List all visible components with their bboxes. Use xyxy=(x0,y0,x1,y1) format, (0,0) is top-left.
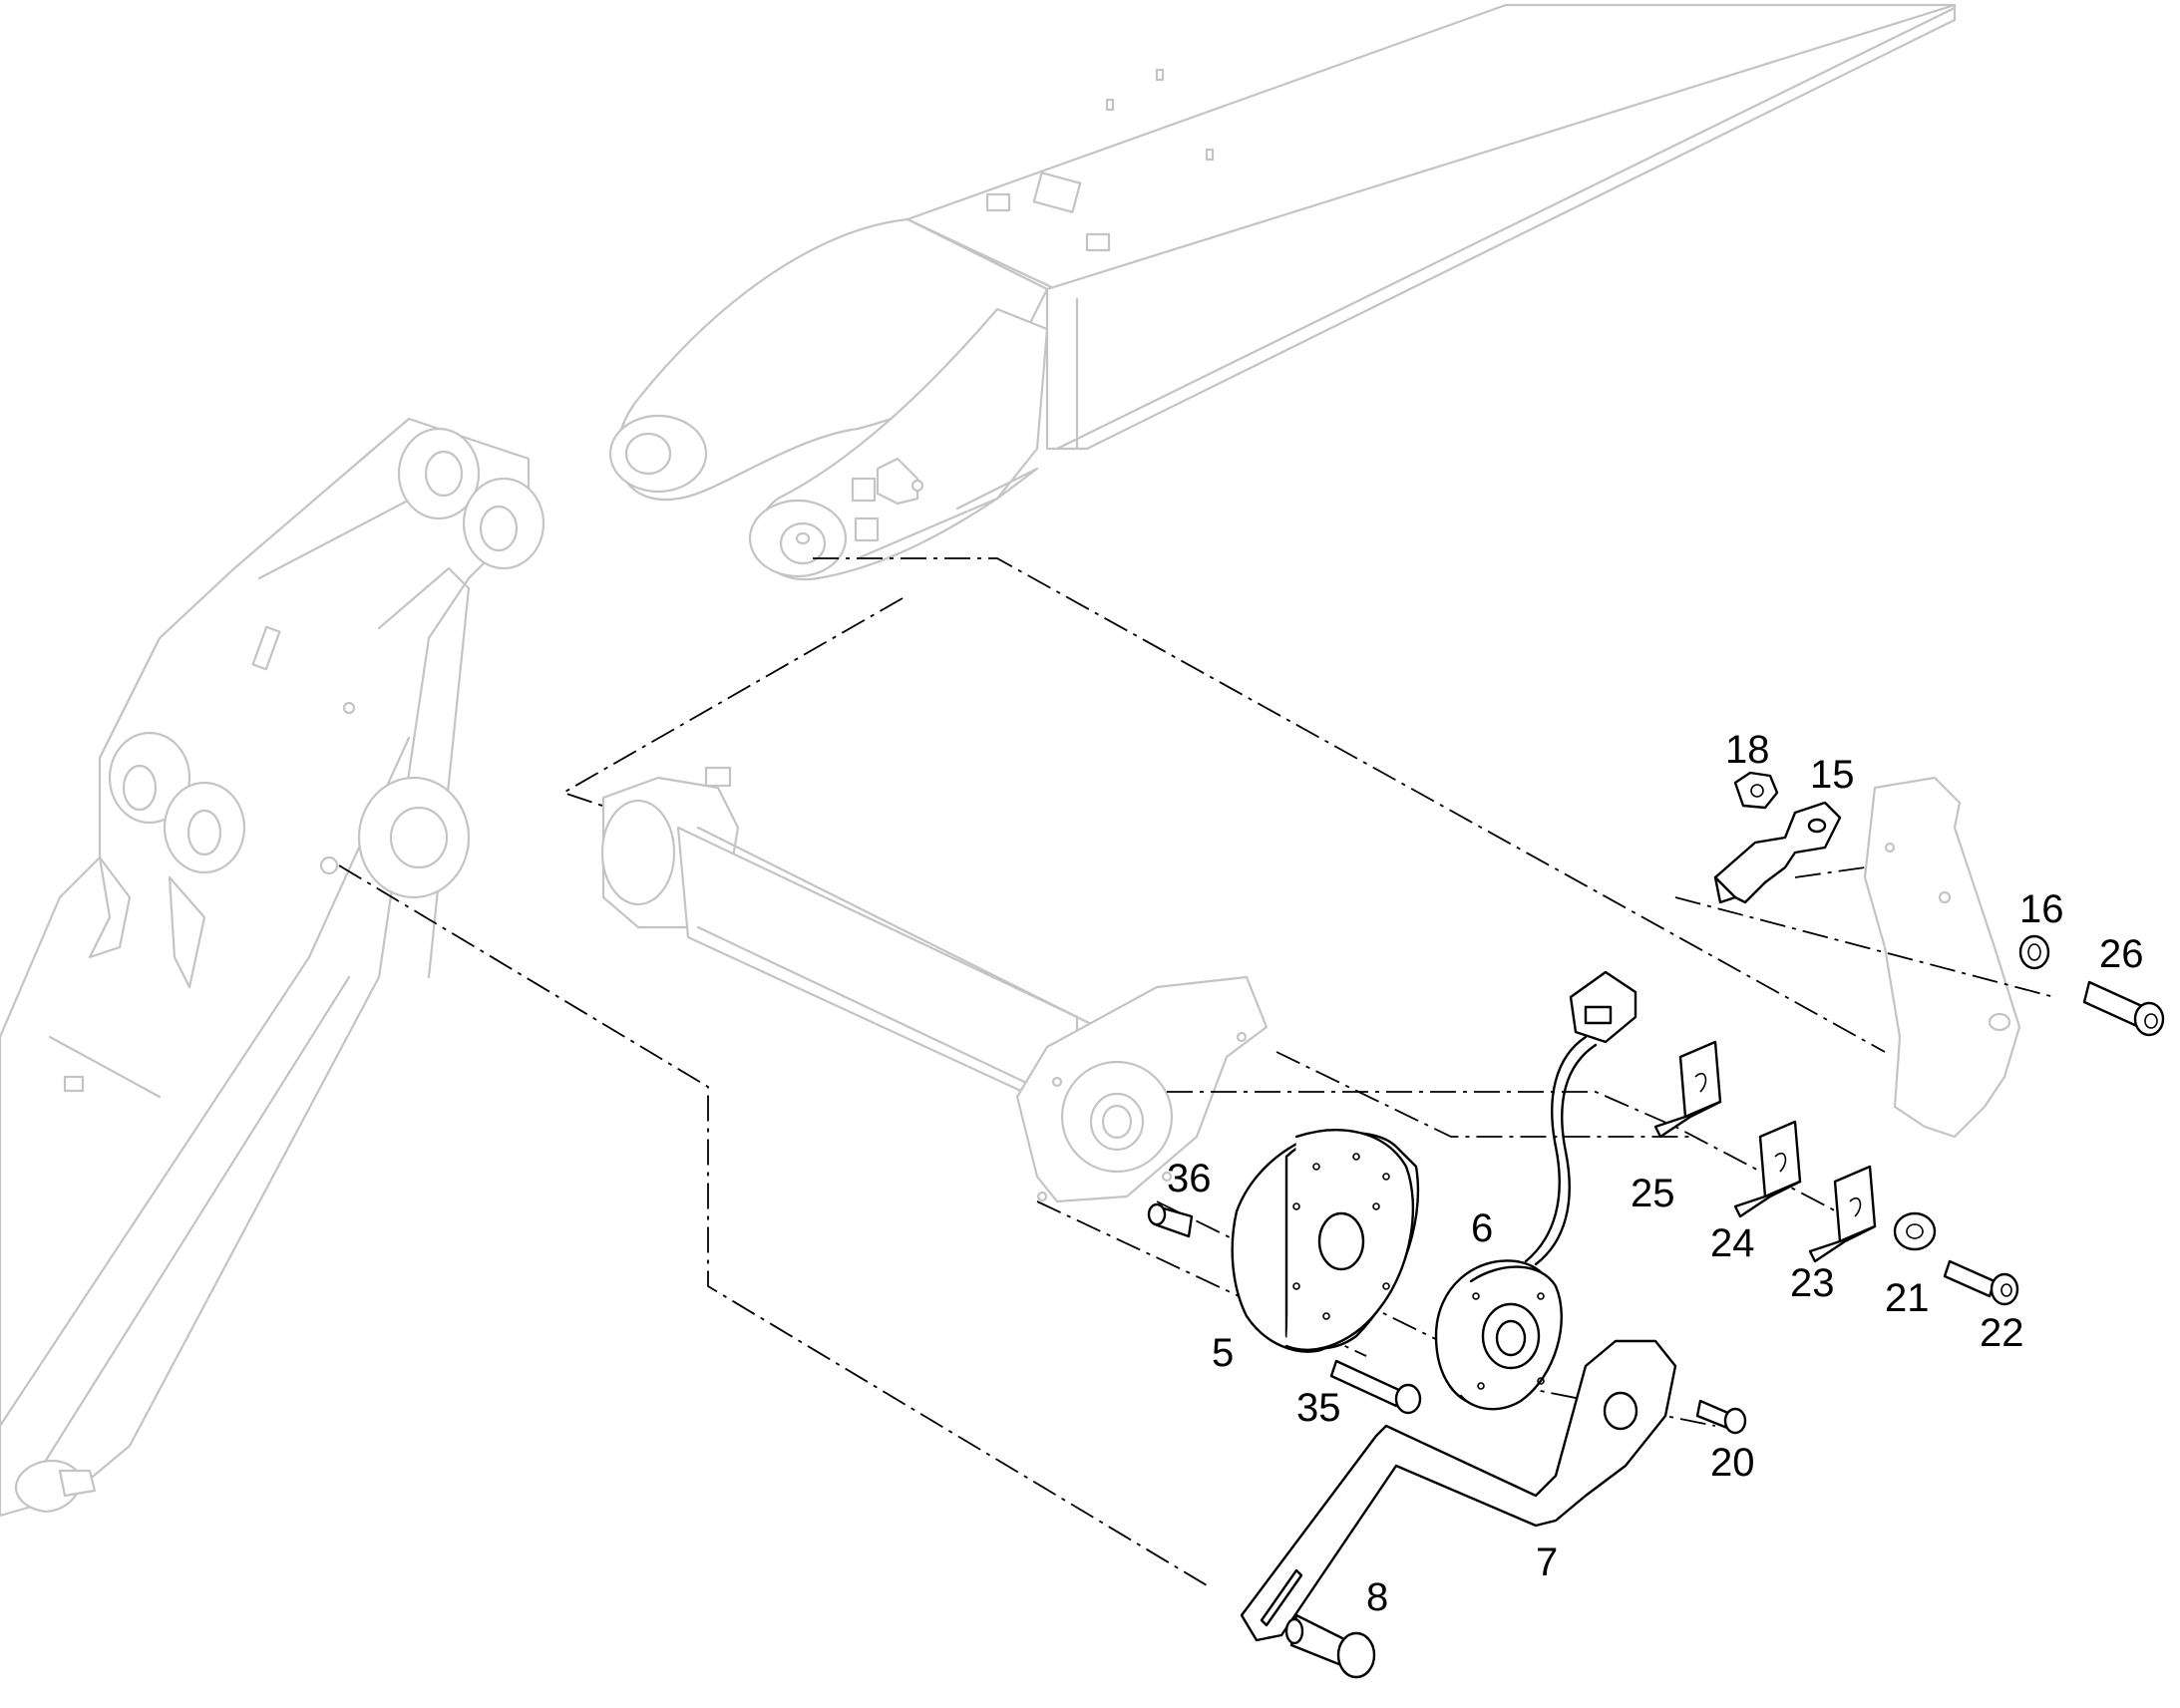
callout-7: 7 xyxy=(1536,1540,1558,1584)
part-35-bolt xyxy=(1329,1359,1422,1415)
part-20-bolt xyxy=(1695,1399,1747,1435)
part-21-washer xyxy=(1893,1211,1937,1251)
part-8-pin xyxy=(1284,1613,1376,1679)
callout-5: 5 xyxy=(1212,1331,1234,1375)
callout-18: 18 xyxy=(1725,728,1770,772)
callout-25: 25 xyxy=(1631,1172,1675,1215)
side-plate-outline xyxy=(1863,776,2021,1139)
cylinder-outline xyxy=(600,766,1269,1203)
callout-20: 20 xyxy=(1710,1441,1755,1485)
part-36-bolt xyxy=(1147,1202,1194,1238)
callout-21: 21 xyxy=(1885,1276,1930,1320)
part-7-bracket xyxy=(1240,1339,1677,1642)
callout-23: 23 xyxy=(1790,1261,1835,1305)
part-25-angle-bracket xyxy=(1653,1040,1722,1139)
callout-35: 35 xyxy=(1296,1386,1341,1430)
boom-arm-outline xyxy=(608,3,1957,581)
callout-16: 16 xyxy=(2019,887,2064,931)
callout-26: 26 xyxy=(2099,932,2144,976)
part-16-washer xyxy=(2018,934,2050,970)
part-5-spacer xyxy=(1231,1129,1420,1353)
callout-24: 24 xyxy=(1710,1221,1755,1265)
part-24-angle-bracket xyxy=(1733,1120,1802,1218)
boom-left-outline xyxy=(0,417,545,1518)
callout-labels: 5 6 7 8 15 16 18 20 21 22 23 24 25 26 35… xyxy=(1167,728,2144,1619)
part-26-bolt xyxy=(2082,980,2165,1037)
callout-6: 6 xyxy=(1471,1206,1493,1250)
part-22-bolt xyxy=(1943,1259,2019,1306)
part-6-sensor xyxy=(1434,970,1637,1411)
callout-36: 36 xyxy=(1167,1157,1212,1200)
part-18-nut xyxy=(1733,771,1779,810)
callout-22: 22 xyxy=(1980,1311,2024,1355)
callout-8: 8 xyxy=(1366,1575,1388,1619)
part-15-clip xyxy=(1713,801,1842,904)
callout-15: 15 xyxy=(1810,753,1855,797)
part-23-angle-bracket xyxy=(1808,1165,1877,1263)
